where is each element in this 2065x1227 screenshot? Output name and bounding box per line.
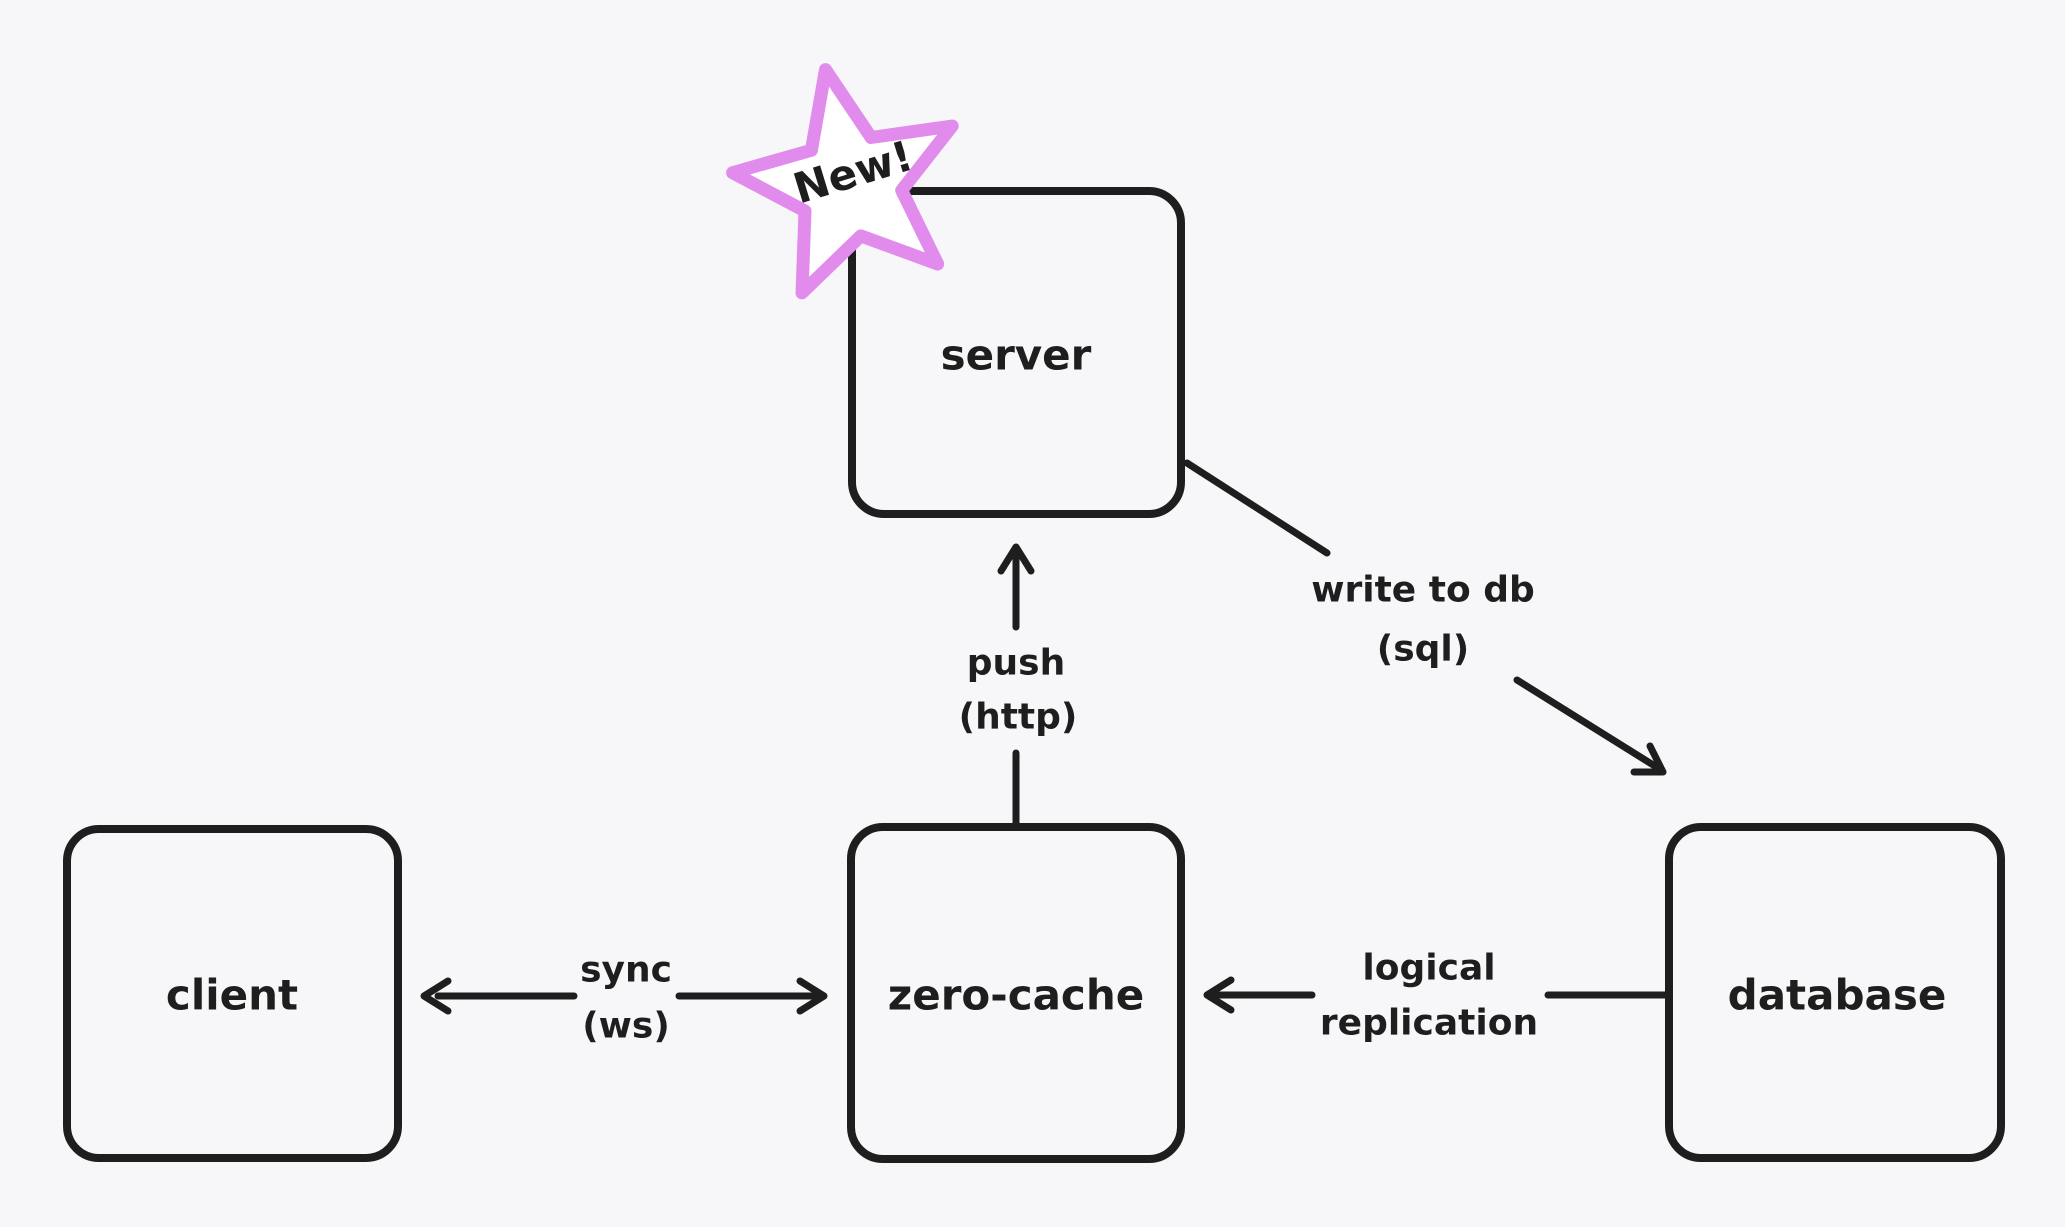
server-node: server <box>848 187 1185 518</box>
client-node: client <box>63 825 402 1162</box>
logical-replication-arrowhead <box>1203 976 1235 1014</box>
write-to-db-arrowhead <box>1630 742 1667 776</box>
push-label-line1: push <box>967 643 1065 684</box>
sync-label-line2: (ws) <box>582 1006 670 1047</box>
star-icon <box>726 63 959 300</box>
client-label: client <box>166 971 298 1020</box>
server-label: server <box>941 331 1092 380</box>
push-label-line2: (http) <box>959 697 1078 738</box>
sync-arrowhead-left <box>420 977 452 1015</box>
logical-replication-label-line2: replication <box>1320 1003 1538 1044</box>
database-node: database <box>1665 823 2005 1162</box>
zero-cache-box <box>847 823 1185 1163</box>
logical-replication-label-line1: logical <box>1362 948 1495 989</box>
client-box <box>63 825 402 1162</box>
sync-label-line1: sync <box>580 950 672 991</box>
write-to-db-label-line1: write to db <box>1311 570 1535 611</box>
database-box <box>1665 823 2005 1162</box>
sync-arrowhead-right <box>796 977 828 1015</box>
push-arrowhead <box>997 543 1035 575</box>
push-edge: push (http) <box>959 543 1078 827</box>
server-box <box>848 187 1185 518</box>
sync-edge: sync (ws) <box>420 950 828 1047</box>
write-to-db-edge: write to db (sql) <box>1183 459 1667 776</box>
write-to-db-line <box>1183 459 1662 772</box>
zero-cache-node: zero-cache <box>847 823 1185 1163</box>
write-to-db-label-line2: (sql) <box>1377 629 1469 670</box>
new-badge: New! <box>726 63 959 300</box>
database-label: database <box>1728 971 1947 1020</box>
zero-cache-label: zero-cache <box>888 971 1144 1020</box>
logical-replication-edge: logical replication <box>1203 948 1669 1044</box>
